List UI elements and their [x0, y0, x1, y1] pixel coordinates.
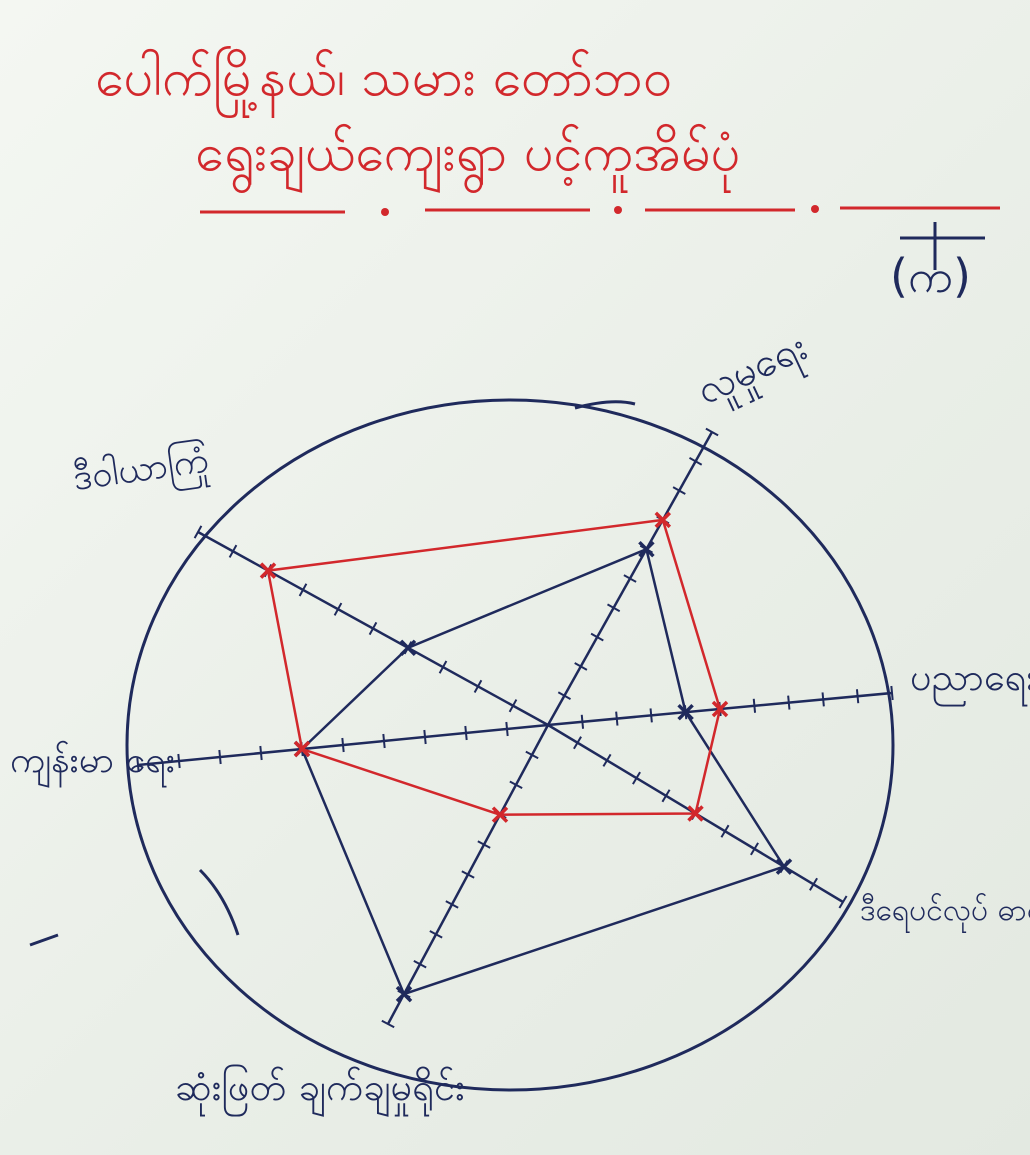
axis-tick [259, 745, 263, 761]
axis-tick [590, 632, 604, 642]
axis-tick [720, 824, 730, 838]
axis-tick [177, 753, 181, 769]
axis-tick [607, 603, 621, 613]
axis-tick [689, 457, 703, 466]
axis-tick [602, 753, 612, 767]
axis-tick [580, 714, 585, 729]
blue-data-point [399, 639, 417, 657]
red-data-point [259, 562, 277, 579]
axis-label-decision: ဆုံးဖြတ် ချက်ချမှုရိုင်း [175, 1065, 465, 1117]
blue-data-point [395, 985, 413, 1003]
axis-tick [838, 895, 848, 909]
blue-data-point [638, 540, 655, 558]
red-data-point [654, 511, 672, 529]
axis-tick [464, 725, 468, 741]
axis-tick [136, 757, 140, 773]
axis-tick [333, 602, 343, 616]
axis-tick [557, 691, 571, 700]
axis-tick [855, 689, 860, 704]
axis-tick [228, 544, 238, 558]
axis-tick [750, 842, 759, 856]
axis-tick [661, 789, 671, 803]
axis-tick [368, 621, 378, 636]
axis-tick [509, 780, 523, 789]
axis-tick [809, 877, 818, 891]
axis-tick [429, 930, 443, 939]
axis-tick [890, 685, 894, 701]
blue-data-point [775, 858, 793, 875]
axis-tick [298, 583, 308, 597]
axis-tick [623, 574, 637, 583]
red-data-point [687, 805, 704, 822]
outer-circle [125, 398, 895, 1092]
axis-label-social: လူမှုရေး [690, 324, 817, 422]
axis-tick [705, 427, 719, 437]
axis-tick [505, 721, 509, 737]
axis-tick [413, 960, 427, 969]
axis-tick [752, 698, 757, 713]
blue-series-layer [293, 540, 793, 1003]
underline-dots [381, 205, 819, 216]
axis-tick [574, 662, 588, 671]
axes-layer [136, 427, 894, 1029]
axis-tick [649, 708, 653, 723]
axis-tick [445, 900, 459, 909]
circle-stroke-mark [198, 868, 240, 936]
blue-data-point [677, 703, 694, 721]
axis-tick [438, 660, 448, 674]
axis-tick [615, 711, 619, 726]
axis-tick [632, 771, 641, 785]
red-data-point [491, 806, 509, 823]
figure-label: (က) [890, 249, 971, 303]
axis-tick [525, 750, 539, 760]
red-data-point [711, 700, 729, 718]
axis-tick [821, 692, 825, 707]
axis-tick [381, 1019, 395, 1029]
axis-tick [508, 699, 518, 713]
red-data-point [293, 740, 311, 758]
blue-series-polygon [300, 547, 786, 996]
axis-label-resources: ဒီဝါယာကြုံ [70, 438, 212, 505]
arrow-mark [574, 400, 636, 410]
axis-tick [341, 737, 345, 753]
header-title-line1: ပေါက်မြို့နယ်၊ သမား တော်ဘဝ [95, 47, 672, 118]
axis-tick [573, 736, 582, 750]
axis-tick [473, 679, 483, 694]
axis-label-health: ကျန်းမာ ရေး [10, 740, 175, 789]
axis-tick [382, 733, 386, 749]
axis-label-education: ပညာရေး [910, 655, 1030, 707]
header-title-line2: ရွေးချယ်ကျေးရွာ ပင့်ကူအိမ်ပုံ [195, 123, 740, 193]
axis-tick [461, 870, 475, 879]
axis-tick [477, 840, 491, 849]
axis-tick [193, 525, 203, 539]
axis-tick [423, 729, 427, 745]
margin-stroke [29, 933, 59, 947]
red-series-polygon [266, 518, 722, 816]
red-series-layer [259, 511, 729, 823]
axis-label-economy: ဒီရေပင်လုပ် ဓာတ်ငွေ့ ဓာတ်ငွေ့ ကုန် [860, 893, 1030, 934]
axis-tick [672, 486, 686, 495]
header-underline [200, 206, 1000, 214]
axis-tick [218, 749, 222, 765]
axis-tick [787, 695, 791, 710]
